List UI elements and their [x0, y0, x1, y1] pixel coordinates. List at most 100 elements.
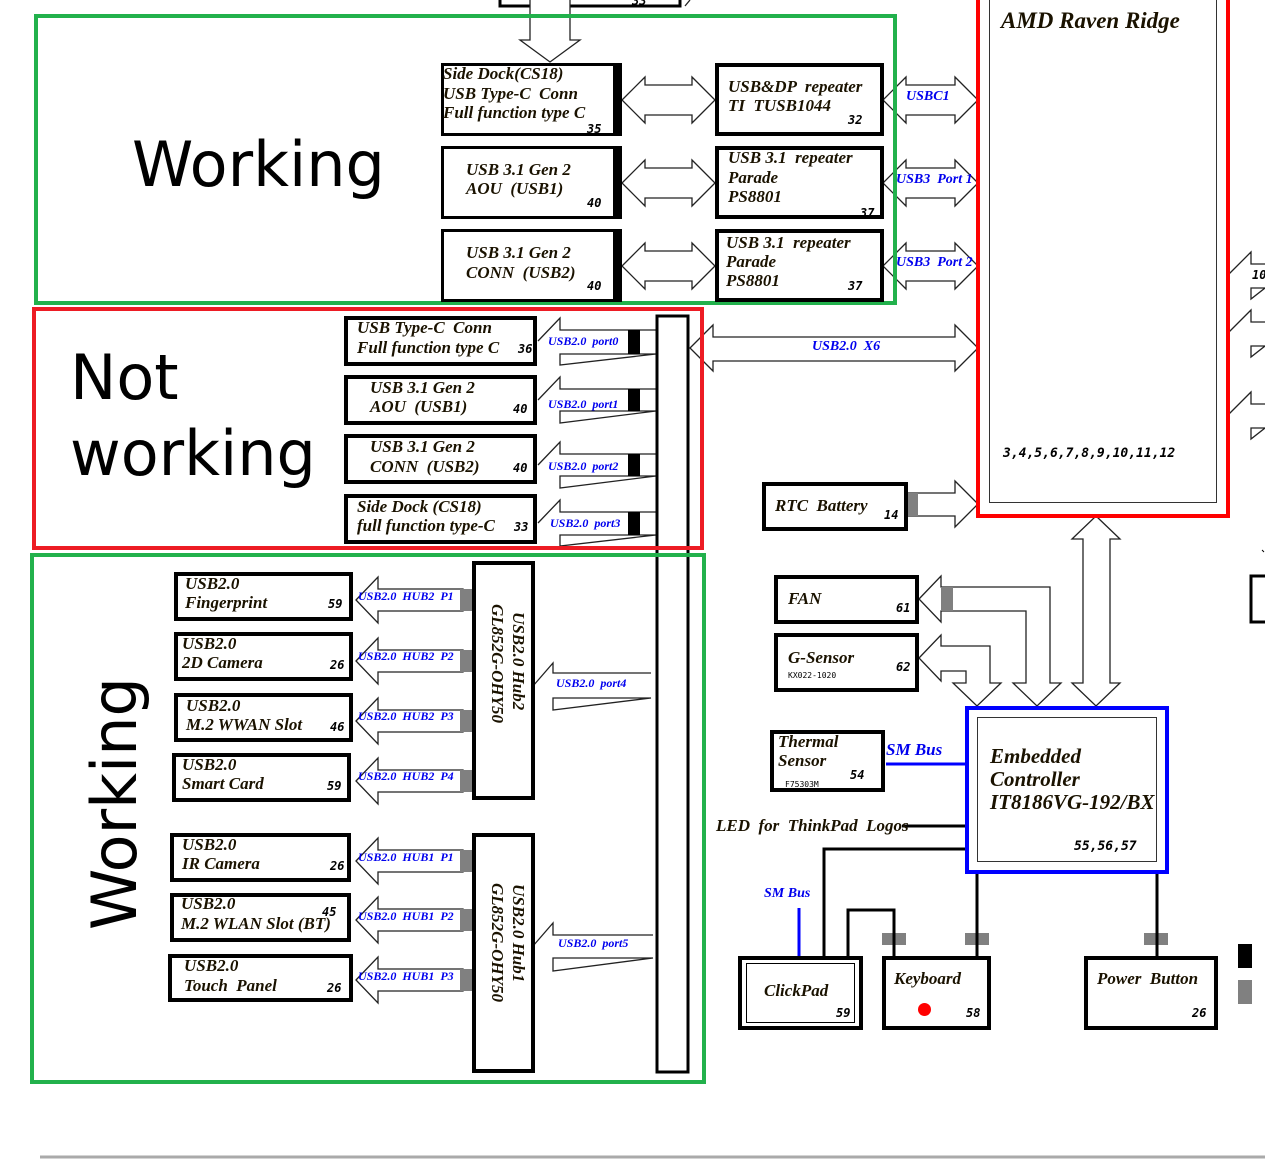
keyboard-label: Keyboard [894, 969, 962, 988]
bus-label-usb2-x6: USB2.0 X6 [812, 339, 881, 354]
conn-line2: USB Type-C Conn [443, 84, 578, 103]
conn-line1: USB 3.1 Gen 2 [466, 160, 571, 179]
page-ref: 59 [328, 597, 343, 611]
conn-line2: CONN (USB2) [466, 263, 576, 282]
device-line1: USB2.0 [182, 755, 237, 774]
page-ref: 40 [513, 461, 528, 475]
repeater-line1: USB 3.1 repeater [726, 233, 851, 252]
page-ref: 45 [322, 905, 337, 919]
fan-block [774, 575, 919, 624]
soc-block [989, 0, 1217, 503]
page-ref: 54 [850, 768, 865, 782]
repeater-line1: USB 3.1 repeater [728, 148, 853, 167]
clickpad-inner-frame [746, 963, 855, 1023]
arrow-port3 [537, 498, 657, 547]
page-ref: 14 [884, 508, 899, 522]
repeater-line1: USB&DP repeater [728, 77, 863, 96]
arrow-rtc [907, 479, 979, 529]
thermal-part: F75303M [785, 780, 819, 789]
arrow-port2 [537, 440, 657, 489]
soc-outline [976, 0, 1230, 518]
smbus-label-thermal: SM Bus [886, 740, 943, 759]
power-button-label: Power Button [1097, 969, 1199, 988]
signal-label: USB3 Port 2 [896, 255, 973, 270]
legend-grey-swatch [1238, 980, 1252, 1004]
partial-block-top [498, 0, 682, 8]
device-line1: USB2.0 [182, 634, 237, 653]
conn-line1: Side Dock (CS18) [357, 497, 482, 516]
thermal-line1: Thermal [778, 732, 839, 751]
arrow-right-1 [1227, 250, 1265, 301]
page-ref: 33 [514, 520, 529, 534]
conn-line2: Full function type C [357, 338, 500, 357]
signal-label: USB2.0 port1 [548, 397, 619, 411]
conn-line1: Side Dock(CS18) [443, 64, 564, 83]
legend-black-swatch [1238, 944, 1252, 968]
arrow-port4 [532, 661, 652, 711]
page-ref: 26 [330, 859, 345, 873]
repeater-line2: TI TUSB1044 [728, 96, 831, 115]
hub1-line2: GL852G-OHY50 [488, 883, 507, 1002]
repeater-tusb1044 [715, 63, 884, 136]
signal-label: USB2.0 HUB2 P4 [358, 769, 454, 783]
smbus-label-clickpad: SM Bus [764, 886, 811, 901]
arrow-right-3 [1227, 390, 1265, 441]
soc-title: AMD Raven Ridge [1001, 8, 1180, 33]
zone-label-working-top: Working [132, 128, 385, 201]
clickpad-label: ClickPad [764, 981, 829, 1000]
device-line2: M.2 WLAN Slot (BT) [181, 914, 331, 933]
device-ir-camera [170, 833, 351, 882]
hub1-line1: USB2.0 Hub1 [509, 884, 528, 983]
zone-label-working-middle: working [70, 417, 316, 490]
arrow-port5 [532, 921, 654, 972]
zone-working-top [34, 14, 897, 305]
device-touch-panel [168, 954, 353, 1002]
device-2d-camera [174, 632, 353, 681]
power-button-block [1084, 956, 1218, 1030]
conn-line1: USB 3.1 Gen 2 [370, 437, 475, 456]
usb2-port2-conn [344, 434, 537, 484]
page-ref: 40 [587, 196, 602, 210]
zone-label-not: Not [70, 341, 179, 414]
repeater-ps8801-1 [715, 146, 884, 219]
arrow-right-2 [1227, 308, 1265, 359]
signal-label: USB2.0 port4 [556, 676, 627, 690]
repeater-line2: Parade [728, 168, 779, 187]
device-wwan [174, 693, 353, 742]
thermal-sensor [770, 730, 885, 792]
zone-label-working-bottom: Working [78, 677, 151, 930]
conn-line1: USB 3.1 Gen 2 [370, 378, 475, 397]
device-line2: Touch Panel [184, 976, 277, 995]
device-line1: USB2.0 [181, 894, 236, 913]
device-line2: 2D Camera [182, 653, 263, 672]
device-smart-card [172, 753, 351, 802]
page-ref: 33 [632, 0, 647, 8]
ec-block [977, 717, 1157, 862]
right-arrow-label: 10 [1252, 268, 1265, 282]
g-sensor-block [774, 633, 919, 692]
usb2-port3-conn [344, 494, 537, 544]
zone-working-bottom [30, 553, 706, 1084]
keyboard-block [882, 956, 991, 1030]
repeater-line2: Parade [726, 252, 777, 271]
signal-label: USB3 Port 1 [896, 172, 973, 187]
signal-label: USB2.0 HUB1 P1 [358, 850, 454, 864]
signal-label: USB2.0 HUB2 P2 [358, 649, 454, 663]
signal-label: USB2.0 port3 [550, 516, 621, 530]
ec-pages: 55,56,57 [1074, 839, 1137, 854]
ec-line3: IT8186VG-192/BX [990, 790, 1155, 814]
signal-label: USB2.0 HUB1 P3 [358, 969, 454, 983]
conn-line2: AOU (USB1) [466, 179, 564, 198]
usb2-port0-conn [344, 316, 537, 366]
g-sensor-label: G-Sensor [788, 648, 855, 667]
repeater-line3: PS8801 [726, 271, 780, 290]
arrow-soc-ec [1070, 515, 1122, 707]
page-ref: 36 [518, 342, 533, 356]
device-line2: M.2 WWAN Slot [186, 715, 303, 734]
page-ref: 37 [860, 206, 875, 220]
device-wlan [170, 893, 351, 942]
conn-usb1-usb3 [441, 146, 622, 219]
device-line2: Smart Card [182, 774, 264, 793]
page-ref: 32 [848, 113, 863, 127]
g-sensor-part: KX022-1020 [788, 671, 837, 680]
